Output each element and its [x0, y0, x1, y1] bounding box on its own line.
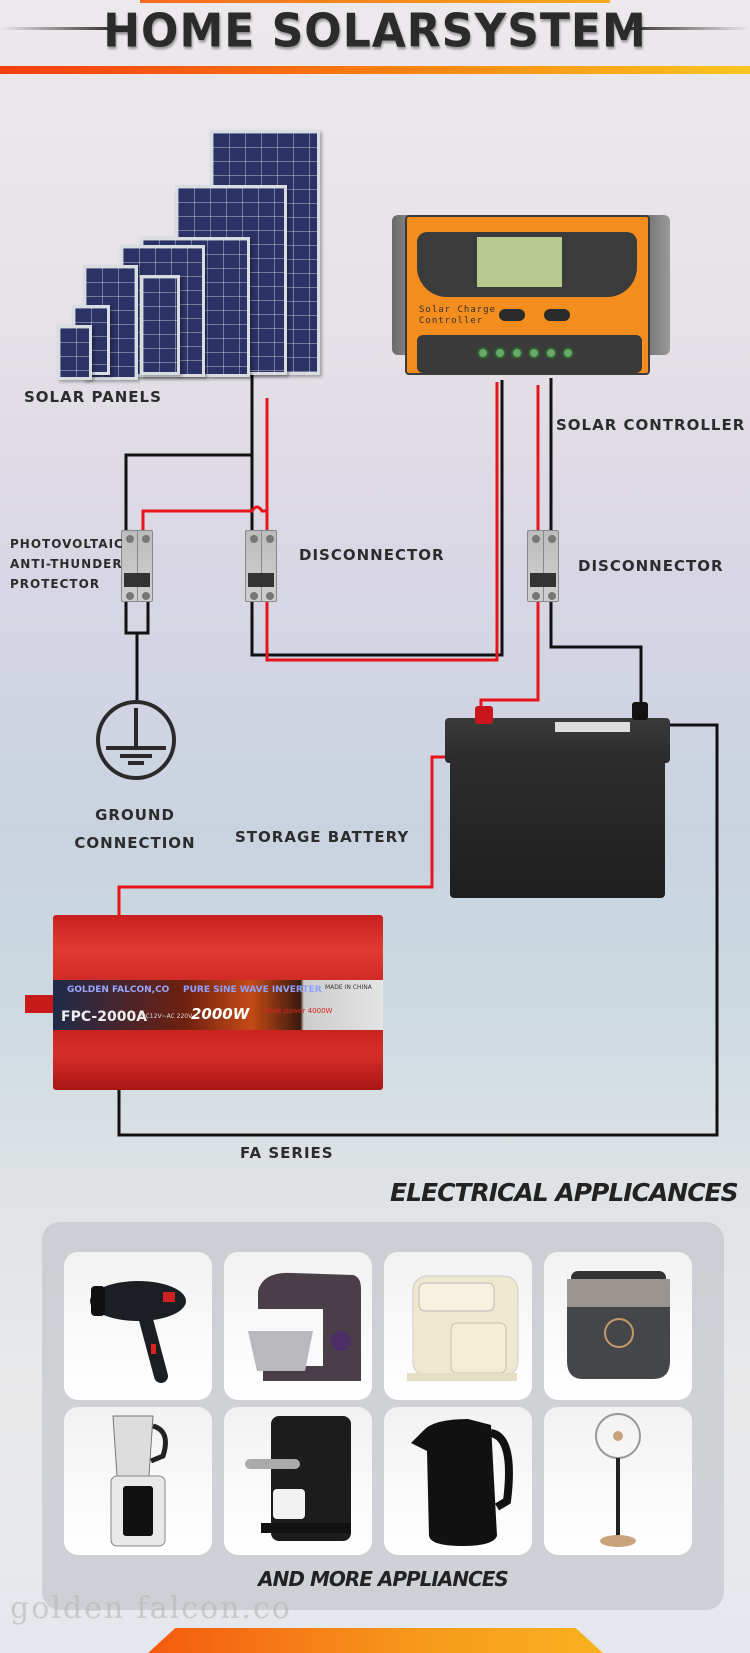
title-line-left	[0, 27, 112, 30]
appliance-card	[384, 1252, 532, 1400]
blender-icon	[64, 1407, 212, 1555]
wire-protector-positive	[141, 505, 267, 530]
inverter-brand: GOLDEN FALCON,CO	[67, 985, 170, 995]
appliance-card	[544, 1252, 692, 1400]
inverter-image: GOLDEN FALCON,CO PURE SINE WAVE INVERTER…	[25, 915, 383, 1090]
label-storage-battery: STORAGE BATTERY	[235, 828, 410, 846]
inverter-power: 2000W	[191, 1005, 250, 1023]
coffee-machine-icon	[224, 1407, 372, 1555]
disconnector-breaker-1	[245, 530, 277, 602]
appliance-card	[64, 1252, 212, 1400]
appliance-card	[384, 1407, 532, 1555]
ground-symbol-icon	[96, 700, 176, 780]
battery-label	[555, 722, 630, 732]
inverter-label-band	[53, 980, 383, 1030]
label-disconnector-2: DISCONNECTOR	[578, 557, 724, 575]
label-ground: GROUND CONNECTION	[74, 806, 196, 852]
rice-cooker-icon	[544, 1252, 692, 1400]
water-dispenser-icon	[384, 1252, 532, 1400]
title-line-right	[630, 27, 750, 30]
controller-text: Solar Charge Controller	[419, 305, 497, 326]
top-accent-stripe	[140, 0, 610, 3]
solar-controller-image: Solar Charge Controller	[392, 215, 670, 375]
wire-protector-negative	[124, 453, 252, 530]
orange-divider	[0, 66, 750, 74]
wire-protector-bottom	[124, 602, 150, 635]
kettle-icon	[384, 1407, 532, 1555]
wire-battery-negative	[549, 378, 643, 715]
header: HOME SOLARSYSTEM	[0, 0, 750, 75]
appliance-card	[224, 1407, 372, 1555]
hair-dryer-icon	[64, 1252, 212, 1400]
controller-button-2	[544, 309, 570, 321]
wire-inverter-positive	[117, 755, 455, 915]
label-protector: PHOTOVOLTAIC ANTI-THUNDER PROTECTOR	[10, 537, 124, 591]
battery-body	[450, 758, 665, 898]
bottom-orange-tab	[148, 1628, 603, 1653]
more-appliances-text: AND MORE APPLIANCES	[258, 1567, 509, 1591]
battery-negative-terminal	[632, 702, 648, 720]
battery-positive-terminal	[475, 706, 493, 724]
inverter-terminal	[25, 995, 55, 1013]
wire-panel-negative	[250, 370, 504, 657]
inverter-model: FPC-2000A	[61, 1009, 148, 1025]
battery-lid	[445, 702, 670, 763]
appliance-card	[64, 1407, 212, 1555]
fan-icon	[544, 1407, 692, 1555]
label-disconnector-1: DISCONNECTOR	[299, 546, 445, 564]
appliances-title: ELECTRICAL APPLICANCES	[390, 1178, 739, 1207]
inverter-made-in: MADE IN CHINA	[325, 984, 372, 991]
appliance-card	[544, 1407, 692, 1555]
appliances-panel: AND MORE APPLIANCES	[42, 1222, 724, 1610]
controller-button-1	[499, 309, 525, 321]
storage-battery-image	[445, 702, 670, 903]
solar-panels-image	[55, 125, 325, 380]
protector-breaker	[121, 530, 153, 602]
controller-terminals	[417, 335, 642, 373]
disconnector-breaker-2	[527, 530, 559, 602]
controller-lcd	[477, 237, 562, 287]
wire-inverter-negative	[117, 723, 719, 1137]
label-solar-controller: SOLAR CONTROLLER	[556, 416, 746, 434]
inverter-peak: Peak power 4000W	[265, 1007, 333, 1015]
controller-body: Solar Charge Controller	[405, 215, 650, 375]
watermark: golden falcon.co	[10, 1591, 292, 1626]
wire-panel-positive	[265, 382, 499, 662]
stand-mixer-icon	[224, 1252, 372, 1400]
page-title: HOME SOLARSYSTEM	[103, 4, 647, 59]
inverter-spec: DC12V~AC 220V	[141, 1013, 193, 1020]
appliance-card	[224, 1252, 372, 1400]
label-solar-panels: SOLAR PANELS	[24, 388, 162, 406]
inverter-type: PURE SINE WAVE INVERTER	[183, 985, 322, 995]
label-inverter-series: FA SERIES	[240, 1144, 334, 1162]
